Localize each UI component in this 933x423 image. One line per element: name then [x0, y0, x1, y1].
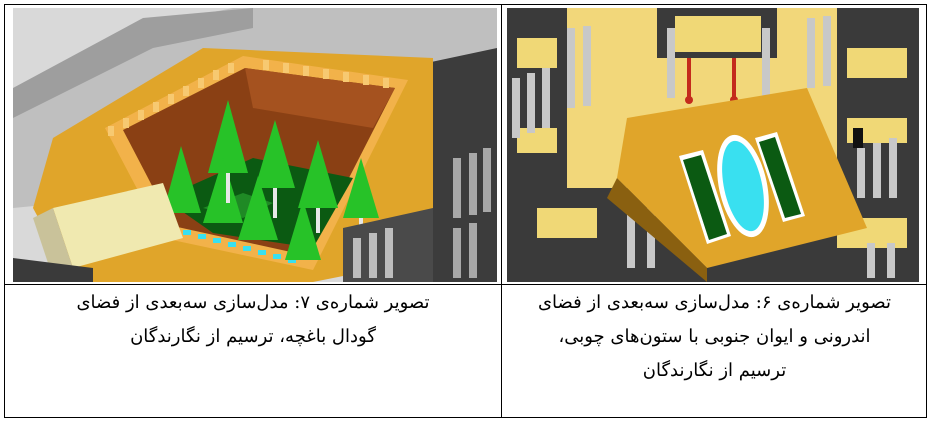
figure-table: تصویر شماره‌ی ۷: مدل‌سازی سه‌بعدی از فضا… — [4, 4, 927, 418]
inner-court-model — [507, 8, 919, 282]
caption-line: ترسیم از نگارندگان — [642, 360, 787, 381]
caption-line: اندرونی و ایوان جنوبی با ستون‌های چوبی، — [558, 326, 871, 347]
row-divider — [5, 284, 926, 285]
caption-line: تصویر شماره‌ی ۷: مدل‌سازی سه‌بعدی از فضا… — [76, 292, 430, 313]
figure-7-image — [13, 8, 497, 282]
caption-line: گودال باغچه، ترسیم از نگارندگان — [130, 326, 376, 347]
column-divider — [501, 5, 502, 417]
caption-figure-7: تصویر شماره‌ی ۷: مدل‌سازی سه‌بعدی از فضا… — [5, 286, 501, 416]
figure-6-image — [507, 8, 919, 282]
caption-figure-6: تصویر شماره‌ی ۶: مدل‌سازی سه‌بعدی از فضا… — [502, 286, 927, 416]
garden-pit-model — [13, 8, 497, 282]
caption-line: تصویر شماره‌ی ۶: مدل‌سازی سه‌بعدی از فضا… — [537, 292, 892, 313]
